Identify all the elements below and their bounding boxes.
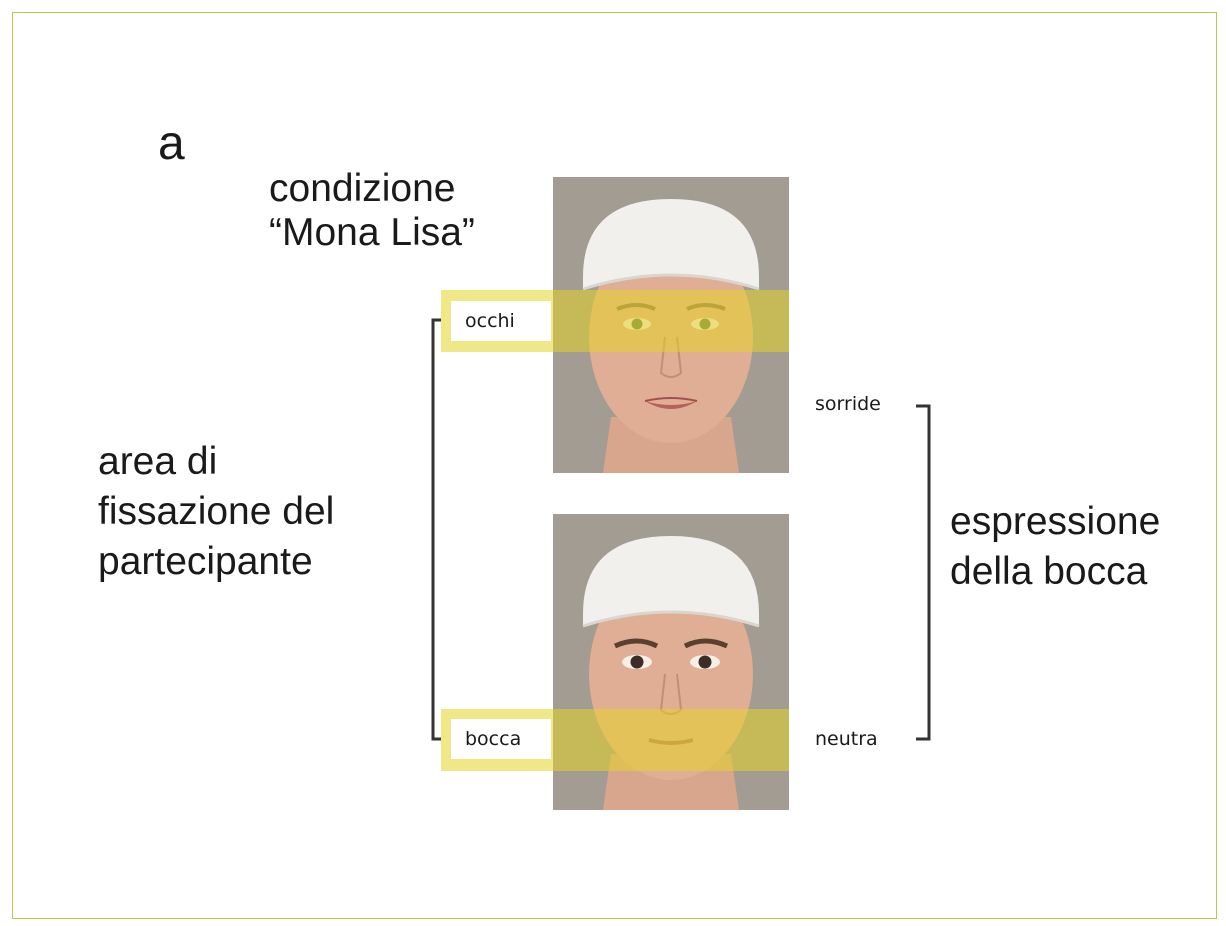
condition-title-line1: condizione: [269, 167, 456, 210]
condition-title-line2: “Mona Lisa”: [269, 211, 475, 254]
fixation-area-line1: area di: [98, 440, 218, 483]
mouth-expression-label: espressione della bocca: [950, 497, 1160, 597]
panel-letter: a: [158, 117, 185, 170]
mouth-expression-bracket: [916, 404, 931, 741]
neutral-label: neutra: [815, 728, 878, 750]
mouth-expression-line2: della bocca: [950, 550, 1148, 593]
mouth-expression-line1: espressione: [950, 500, 1161, 543]
slide-frame: [12, 12, 1217, 919]
fixation-area-bracket: [431, 318, 441, 741]
smiling-label: sorride: [815, 393, 881, 415]
fixation-area-line3: partecipante: [98, 540, 313, 583]
fixation-area-label: area di fissazione del partecipante: [98, 437, 334, 587]
eyes-aoi-label: occhi: [451, 301, 551, 341]
mouth-aoi-label: bocca: [451, 719, 551, 759]
fixation-area-line2: fissazione del: [98, 490, 335, 533]
condition-title: condizione “Mona Lisa”: [269, 167, 475, 255]
